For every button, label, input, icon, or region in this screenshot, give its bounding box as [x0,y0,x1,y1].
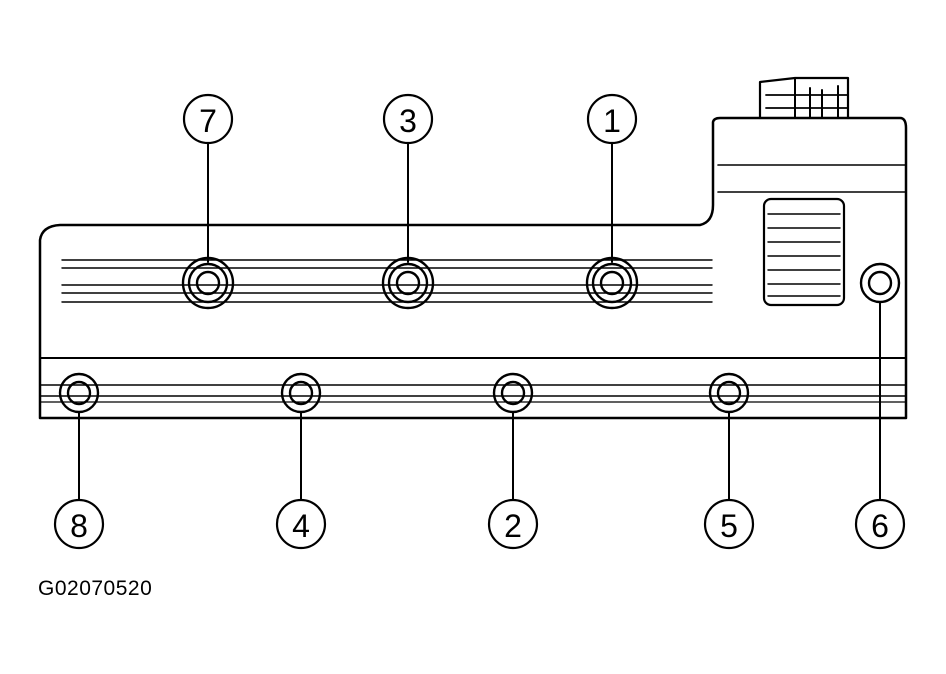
leader-lines [78,142,881,501]
figure-id: G02070520 [38,577,153,600]
callout-label-top-left: 7 [199,103,217,139]
vent-grille [762,197,846,307]
bottom-bolt-2 [492,372,534,414]
callout-label-bottom-1: 8 [70,508,88,544]
top-bolt-3 [381,256,435,310]
callout-circles [53,93,906,550]
bottom-bolt-8 [58,372,100,414]
top-bolt-7 [181,256,235,310]
valve-cover-body [38,76,908,420]
callout-label-top-middle: 3 [399,103,417,139]
callout-label-top-right: 1 [603,103,621,139]
cover-flange [39,357,907,403]
callout-label-bottom-3: 2 [504,508,522,544]
side-bolt-6 [859,262,901,304]
bottom-bolt-4 [280,372,322,414]
top-bolt-1 [585,256,639,310]
callout-label-bottom-2: 4 [292,508,310,544]
callout-label-bottom-5: 6 [871,508,889,544]
bottom-bolt-5 [708,372,750,414]
callout-label-bottom-4: 5 [720,508,738,544]
